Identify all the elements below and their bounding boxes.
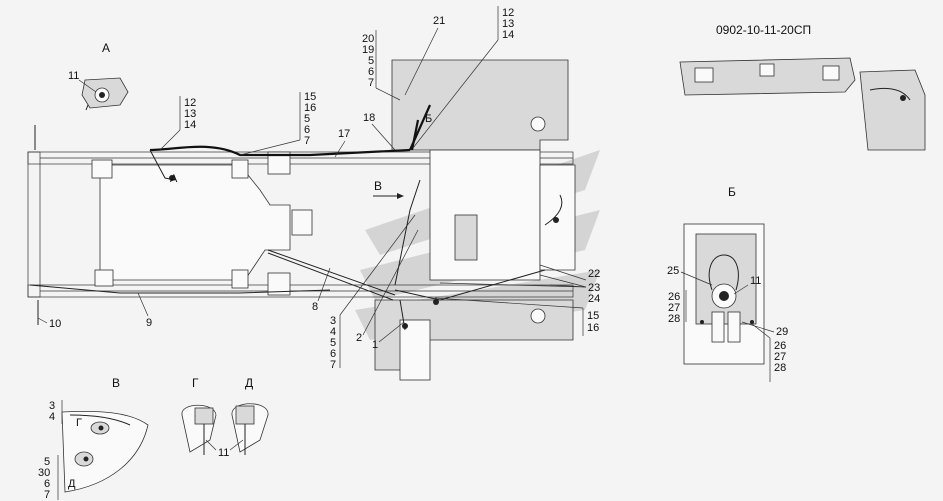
view-d-label: Д xyxy=(245,376,253,390)
detail-d-marker: Д xyxy=(68,478,76,490)
chassis-frame xyxy=(27,59,576,381)
callout-stack-top: 20 19 5 6 7 xyxy=(362,30,401,101)
svg-text:13: 13 xyxy=(184,108,196,120)
svg-text:27: 27 xyxy=(774,351,786,363)
svg-text:26: 26 xyxy=(774,340,786,352)
view-v-arrow: В xyxy=(374,179,382,193)
svg-text:20: 20 xyxy=(362,33,374,45)
svg-text:5: 5 xyxy=(330,337,336,349)
view-b-label: Б xyxy=(728,185,736,199)
detail-g xyxy=(181,404,217,455)
svg-text:7: 7 xyxy=(368,77,374,89)
view-b-arrow: Б xyxy=(425,113,432,125)
svg-text:12: 12 xyxy=(184,97,196,109)
detail-v xyxy=(61,410,149,493)
svg-text:3: 3 xyxy=(330,315,336,327)
callout-stack-v-top: 3 4 xyxy=(49,400,63,424)
view-a-label: А xyxy=(102,41,110,55)
svg-text:6: 6 xyxy=(368,66,374,78)
svg-text:16: 16 xyxy=(587,322,599,334)
detail-g-marker: Г xyxy=(76,417,82,429)
callout-17: 17 xyxy=(338,128,350,140)
svg-text:15: 15 xyxy=(304,91,316,103)
callout-stack-v-bottom: 5 30 6 7 xyxy=(38,455,59,501)
view-v-label: В xyxy=(112,376,120,390)
svg-text:4: 4 xyxy=(49,411,55,423)
svg-text:6: 6 xyxy=(304,124,310,136)
svg-text:7: 7 xyxy=(304,135,310,147)
callout-18: 18 xyxy=(363,112,375,124)
svg-text:3: 3 xyxy=(49,400,55,412)
callout-29: 29 xyxy=(776,326,788,338)
detail-a-marker: А xyxy=(170,173,178,185)
view-g-label: Г xyxy=(192,376,199,390)
callout-10: 10 xyxy=(49,318,61,330)
overview-drawing xyxy=(679,57,926,151)
svg-text:28: 28 xyxy=(668,313,680,325)
svg-text:30: 30 xyxy=(38,467,50,479)
svg-text:5: 5 xyxy=(44,456,50,468)
callout-22: 22 xyxy=(588,268,600,280)
svg-text:28: 28 xyxy=(774,362,786,374)
svg-text:13: 13 xyxy=(502,18,514,30)
svg-text:6: 6 xyxy=(44,478,50,490)
callout-9: 9 xyxy=(146,317,152,329)
callout-stack-bottom-left: 3 4 5 6 7 xyxy=(330,214,416,371)
callout-stack-bottom-right: 15 16 xyxy=(434,297,599,336)
callout-11-b: 11 xyxy=(750,275,761,287)
detail-b xyxy=(683,223,765,365)
svg-text:26: 26 xyxy=(668,291,680,303)
svg-text:5: 5 xyxy=(304,113,310,125)
callout-11-g: 11 xyxy=(218,447,229,459)
callout-stack-b-right: 26 27 28 xyxy=(751,323,786,382)
callout-stack-mid-top: 15 16 5 6 7 xyxy=(239,91,316,156)
callout-1: 1 xyxy=(372,339,378,351)
callout-11-a: 11 xyxy=(68,70,79,82)
svg-text:14: 14 xyxy=(184,119,196,131)
detail-d xyxy=(231,403,269,455)
svg-text:12: 12 xyxy=(502,7,514,19)
callout-8: 8 xyxy=(312,301,318,313)
svg-text:27: 27 xyxy=(668,302,680,314)
svg-text:14: 14 xyxy=(502,29,514,41)
svg-text:5: 5 xyxy=(368,55,374,67)
svg-text:6: 6 xyxy=(330,348,336,360)
callout-stack-left-top: 12 13 14 xyxy=(159,96,196,151)
callout-24: 24 xyxy=(588,293,600,305)
callout-stack-b-left: 26 27 28 xyxy=(668,290,687,325)
drawing-number: 0902-10-11-20СП xyxy=(716,23,811,37)
svg-text:7: 7 xyxy=(44,489,50,501)
callout-23: 23 xyxy=(588,282,600,294)
callout-21: 21 xyxy=(433,15,445,27)
svg-text:7: 7 xyxy=(330,359,336,371)
callout-25: 25 xyxy=(667,265,679,277)
svg-text:16: 16 xyxy=(304,102,316,114)
svg-text:15: 15 xyxy=(587,310,599,322)
callout-stack-top-right: 12 13 14 xyxy=(412,6,514,149)
detail-a xyxy=(81,77,129,111)
callout-2: 2 xyxy=(356,332,362,344)
svg-text:4: 4 xyxy=(330,326,336,338)
svg-text:19: 19 xyxy=(362,44,374,56)
